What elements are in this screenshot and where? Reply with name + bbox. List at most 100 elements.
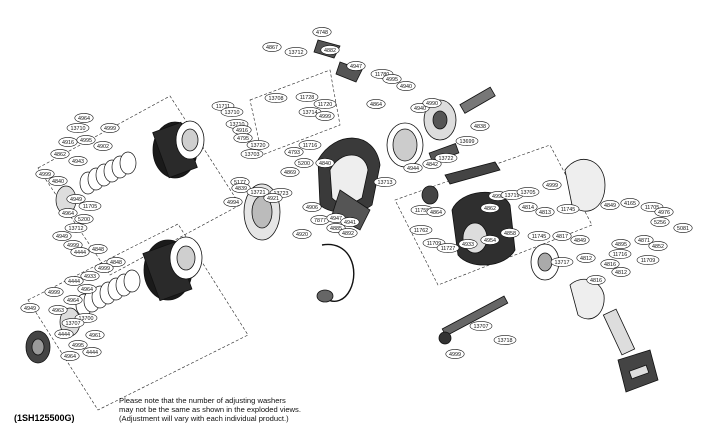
part-callout: 4862	[480, 203, 500, 213]
callout-label: 4995	[72, 343, 84, 349]
callout-label: 4867	[266, 45, 278, 51]
callout-bubble	[61, 318, 85, 328]
callout-bubble	[458, 239, 478, 249]
part-callout: 4816	[586, 275, 606, 285]
callout-bubble	[382, 74, 402, 84]
callout-bubble	[516, 187, 540, 197]
callout-bubble	[403, 163, 423, 173]
callout-label: 4892	[342, 231, 354, 237]
part-callout: 4999	[315, 111, 335, 121]
callout-bubble	[493, 335, 517, 345]
part-callout: 4748	[312, 27, 332, 37]
callout-bubble	[366, 99, 386, 109]
part-callout: 4840	[48, 176, 68, 186]
callout-bubble	[409, 225, 433, 235]
callout-label: 4748	[316, 30, 328, 36]
callout-bubble	[312, 27, 332, 37]
callout-label: 4940	[400, 84, 412, 90]
part-callout: 4848	[106, 257, 126, 267]
part-callout: 4848	[88, 244, 108, 254]
part-callout: 4999	[94, 263, 114, 273]
part-callout: 4892	[338, 228, 358, 238]
callout-label: 5256	[654, 220, 666, 226]
callout-bubble	[340, 217, 360, 227]
part-callout: 4964	[63, 295, 83, 305]
callout-bubble	[246, 187, 270, 197]
callout-bubble	[44, 287, 64, 297]
callout-bubble	[527, 231, 551, 241]
part-callout: 4944	[403, 163, 423, 173]
callout-label: 4964	[78, 116, 90, 122]
callout-label: 11720	[318, 102, 333, 108]
part-callout: 4444	[82, 347, 102, 357]
callout-bubble	[469, 321, 493, 331]
callout-label: 11709	[427, 241, 442, 247]
part-callout: 11745	[556, 204, 580, 214]
part-callout: 4920	[292, 229, 312, 239]
callout-bubble	[480, 203, 500, 213]
callout-label: 4921	[267, 196, 279, 202]
callout-bubble	[50, 149, 70, 159]
part-callout: 4990	[422, 98, 442, 108]
callout-label: 11716	[303, 143, 318, 149]
callout-bubble	[284, 47, 308, 57]
part-callout: 4795	[233, 133, 253, 143]
part-callout: 4838	[470, 121, 490, 131]
callout-bubble	[20, 303, 40, 313]
callout-label: 4444	[74, 250, 86, 256]
part-callout: 4994	[223, 197, 243, 207]
callout-label: 4839	[235, 186, 247, 192]
callout-label: 11705	[83, 204, 98, 210]
part-callout: 13717	[550, 257, 574, 267]
callout-bubble	[68, 340, 88, 350]
part-callout: 4995	[68, 340, 88, 350]
callout-bubble	[66, 194, 86, 204]
part-callout: 13722	[434, 153, 458, 163]
part-callout: 13710	[220, 107, 244, 117]
callout-bubble	[54, 329, 74, 339]
callout-label: 4999	[39, 172, 51, 178]
callout-label: 11705	[645, 205, 660, 211]
callout-bubble	[66, 123, 90, 133]
callout-label: 4949	[24, 306, 36, 312]
callout-label: 4816	[604, 262, 616, 268]
callout-label: 4838	[474, 124, 486, 130]
part-callout: 4869	[280, 167, 300, 177]
part-callout: 4849	[570, 235, 590, 245]
part-callout: 11716	[608, 249, 632, 259]
part-callout: 4943	[68, 156, 88, 166]
callout-bubble	[470, 121, 490, 131]
part-callout: 4839	[231, 183, 251, 193]
callout-label: 4793	[288, 150, 300, 156]
part-callout: 13720	[246, 140, 270, 150]
callout-label: 13705	[521, 190, 536, 196]
callout-label: 4999	[98, 266, 110, 272]
callout-bubble	[436, 243, 460, 253]
part-callout: 4864	[366, 99, 386, 109]
callout-bubble	[302, 202, 322, 212]
part-callout: 4916	[58, 137, 78, 147]
part-callout: 4444	[70, 247, 90, 257]
callout-bubble	[535, 207, 555, 217]
handle	[602, 308, 659, 393]
callout-bubble	[74, 113, 94, 123]
callout-bubble	[422, 159, 442, 169]
callout-label: 4869	[284, 170, 296, 176]
callout-label: 11716	[613, 252, 628, 258]
callout-bubble	[223, 197, 243, 207]
callout-bubble	[320, 45, 340, 55]
callout-label: 4999	[449, 352, 461, 358]
callout-label: 5200	[78, 217, 90, 223]
callout-label: 4816	[590, 278, 602, 284]
part-callout: 5200	[294, 158, 314, 168]
callout-bubble	[550, 257, 574, 267]
part-callout: 4941	[340, 217, 360, 227]
callout-label: 11762	[414, 228, 429, 234]
callout-label: 13722	[439, 156, 454, 162]
part-callout: 13713	[373, 177, 397, 187]
callout-label: 4882	[324, 48, 336, 54]
part-callout: 13721	[246, 187, 270, 197]
callout-bubble	[220, 107, 244, 117]
callout-bubble	[82, 347, 102, 357]
callout-label: 4990	[426, 101, 438, 107]
